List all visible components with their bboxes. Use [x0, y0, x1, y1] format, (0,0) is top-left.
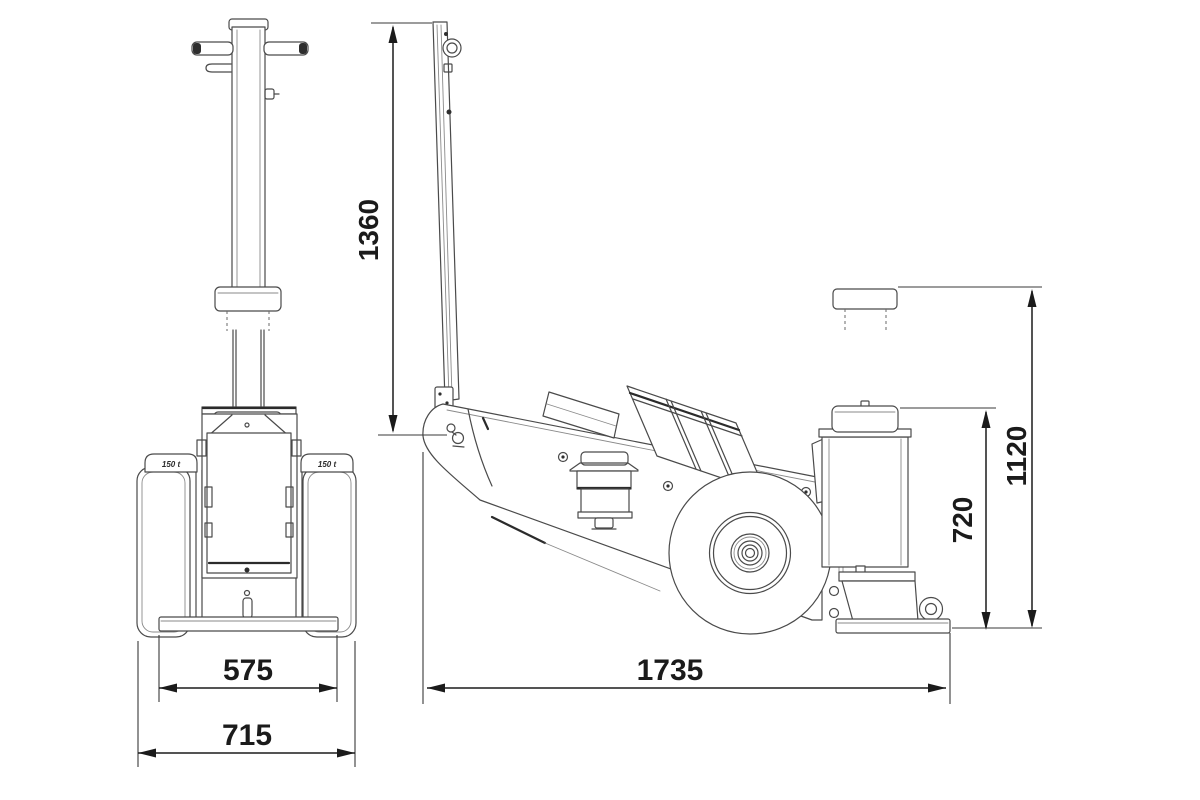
dimension-base-width: 575	[158, 635, 338, 702]
extended-saddle-phantom	[832, 288, 898, 330]
fender-right: 150 t	[300, 453, 354, 473]
dimension-handle-height: 1360	[353, 22, 447, 436]
dimension-label-1735: 1735	[637, 654, 704, 687]
side-cylinder-unit	[811, 400, 951, 634]
dimension-label-1360: 1360	[353, 199, 384, 261]
front-view: 150 t 150 t	[136, 18, 357, 638]
dimension-min-height: 720	[900, 407, 996, 630]
dimension-overall-width: 715	[137, 641, 356, 767]
dimension-max-height: 1120	[898, 286, 1042, 629]
capacity-badge-left: 150 t	[162, 460, 181, 469]
side-wheel	[668, 471, 832, 635]
front-body	[195, 406, 303, 619]
dimension-label-715: 715	[222, 719, 272, 752]
side-handle	[432, 21, 462, 410]
side-canister	[569, 451, 639, 530]
side-view	[422, 21, 951, 635]
front-handle-column	[191, 18, 309, 408]
front-base	[158, 589, 339, 632]
capacity-badge-right: 150 t	[318, 460, 337, 469]
dimension-label-1120: 1120	[1001, 426, 1032, 487]
fender-left: 150 t	[144, 453, 198, 473]
side-air-tanks	[542, 385, 767, 494]
dimension-overall-length: 1735	[422, 452, 951, 704]
dimension-label-720: 720	[947, 497, 978, 544]
dimension-label-575: 575	[223, 654, 273, 687]
front-wheels	[136, 466, 357, 638]
